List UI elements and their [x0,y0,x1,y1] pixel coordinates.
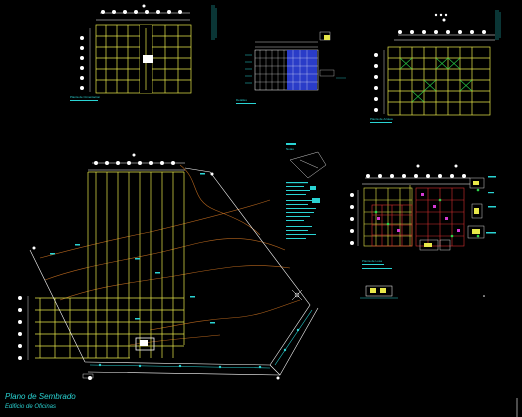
title-block-top-right [211,5,501,40]
axis-markers-top-a [101,4,182,14]
view-d-slab-plan [350,164,496,251]
axis-markers-left-d [350,193,354,245]
axis-markers-top-c [398,18,486,34]
notes-title: Notas [286,147,294,151]
axis-markers-top-main [94,153,175,165]
terrain-contours [39,164,301,346]
axis-markers-left-a [80,36,84,90]
axis-markers-top-d [366,164,466,178]
view-c-roof-plan [374,18,495,116]
view-b-details [245,31,346,91]
axis-markers-left-main [18,296,22,360]
notes-block [286,143,327,239]
view-a-label: Planta de Cimentacion [70,95,101,99]
view-d-label: Planta de Losa [362,259,382,263]
structural-grid [35,171,185,359]
drawing-subtitle: Edificio de Oficinas [5,404,57,410]
view-a-foundation-plan [80,4,192,94]
drawing-title: Plano de Sembrado [5,392,76,401]
axis-markers-left-c [374,53,378,112]
north-arrow-icon [291,289,303,301]
main-site-plan [18,153,319,380]
detail-small [360,285,485,299]
property-boundary [29,167,319,376]
view-c-label: Planta de Azotea [370,117,393,121]
view-b-label: Detalles [236,98,247,102]
